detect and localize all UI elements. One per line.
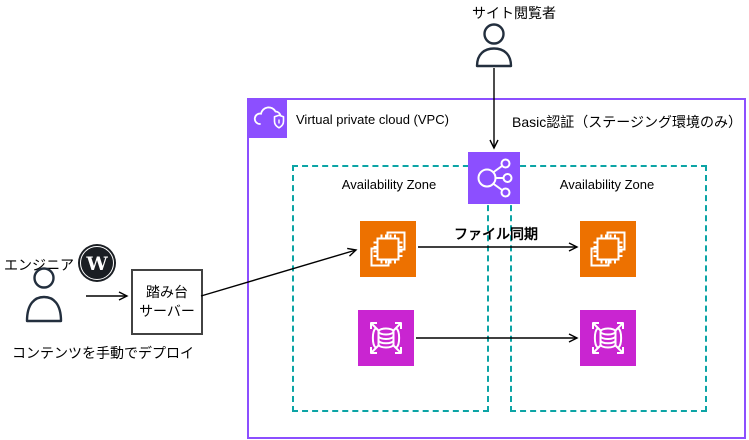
- aurora-database-icon-left: [358, 310, 414, 366]
- engineer-label: エンジニア: [4, 257, 74, 273]
- bastion-server-label-line1: 踏み台: [146, 284, 188, 300]
- bastion-server-box: 踏み台 サーバー: [131, 269, 203, 335]
- aurora-database-icon-right: [580, 310, 636, 366]
- vpc-cloud-shield-icon: [247, 98, 287, 138]
- bastion-server-label-line2: サーバー: [139, 303, 195, 319]
- wordpress-letter: W: [85, 253, 108, 275]
- deploy-label: コンテンツを手動でデプロイ: [12, 345, 194, 361]
- site-viewer-label: サイト閲覧者: [472, 5, 556, 21]
- site-viewer-user-icon: [474, 22, 514, 68]
- engineer-user-icon: [24, 266, 64, 324]
- availability-zone-right-label: Availability Zone: [559, 177, 655, 192]
- availability-zone-left-box: [292, 165, 489, 412]
- availability-zone-right-box: [510, 165, 707, 412]
- elastic-load-balancer-icon: [468, 152, 520, 204]
- wordpress-icon: W: [77, 243, 117, 283]
- availability-zone-left-label: Availability Zone: [341, 177, 437, 192]
- vpc-label: Virtual private cloud (VPC): [296, 112, 449, 127]
- file-sync-label: ファイル同期: [454, 226, 538, 242]
- ec2-instances-icon-right: [580, 221, 636, 277]
- basic-auth-label: Basic認証（ステージング環境のみ）: [512, 114, 742, 130]
- ec2-instances-icon-left: [360, 221, 416, 277]
